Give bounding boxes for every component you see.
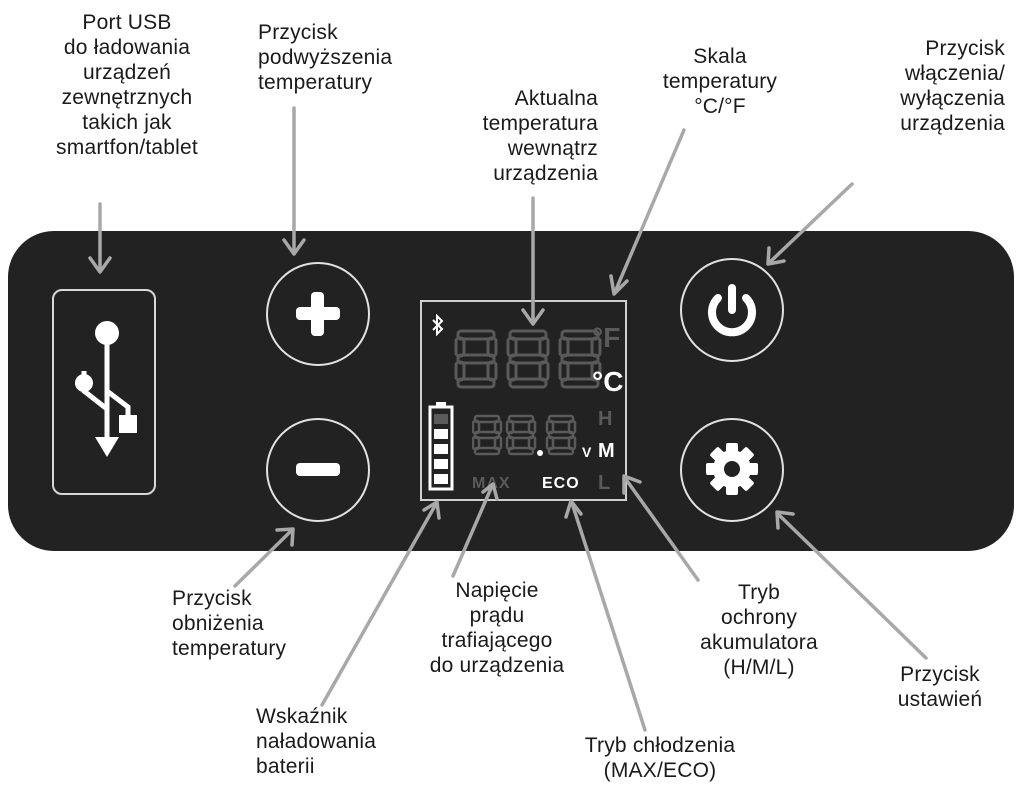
arrow-cooling-mode: [570, 501, 647, 732]
mode-h: H: [598, 408, 613, 430]
battery-icon: [428, 402, 454, 491]
plus-icon: [296, 292, 340, 336]
temp-scale-label: Skala temperatury °C/°F: [662, 45, 778, 118]
minus-icon: [296, 463, 340, 476]
mode-m: M: [598, 440, 615, 462]
arrow-battery: [320, 502, 438, 707]
arrow-voltage: [451, 484, 494, 578]
arrow-settings: [776, 512, 928, 660]
current-temp-label: Aktualna temperatura wewnątrz urządzenia: [482, 87, 598, 185]
voltage-digits: [472, 414, 577, 456]
usb-port-label: Port USB do ładowania urządzeń zewnętrzn…: [56, 11, 198, 159]
battery-indicator-label: Wskaźnik naładowania baterii: [256, 705, 377, 778]
settings-button-label: Przycisk ustawień: [897, 663, 983, 711]
settings-button[interactable]: [680, 418, 784, 522]
mode-max: MAX: [472, 475, 511, 492]
usb-icon: [75, 321, 137, 457]
temp-up-label: Przycisk podwyższenia temperatury: [258, 21, 393, 94]
lcd-display: °F °C: [420, 300, 627, 501]
temp-down-label: Przycisk obniżenia temperatury: [172, 587, 287, 660]
arrow-temp-scale: [613, 128, 686, 294]
arrow-power: [768, 182, 854, 264]
mode-eco: ECO: [542, 475, 580, 492]
power-button[interactable]: [680, 258, 784, 362]
power-icon: [708, 284, 756, 337]
bluetooth-icon: [432, 314, 444, 336]
temp-down-button[interactable]: [266, 418, 370, 522]
battery-protection-label: Tryb ochrony akumulatora (H/M/L): [700, 581, 818, 679]
voltage-label: Napięcie prądu trafiającego do urządzeni…: [429, 579, 565, 677]
unit-fahrenheit: °F: [592, 322, 621, 353]
mode-l: L: [598, 472, 611, 494]
arrow-battery-protection: [623, 476, 700, 582]
temperature-digits: [454, 329, 602, 389]
gear-icon: [706, 443, 758, 495]
control-panel: [8, 231, 1014, 551]
unit-celsius: °C: [592, 366, 624, 397]
power-button-label: Przycisk włączenia/ wyłączenia urządzeni…: [900, 37, 1005, 135]
temp-up-button[interactable]: [266, 262, 370, 366]
voltage-unit: V: [582, 444, 592, 460]
arrow-temp-down: [233, 528, 294, 588]
cooling-mode-label: Tryb chłodzenia (MAX/ECO): [584, 734, 736, 782]
usb-port[interactable]: [52, 289, 156, 495]
